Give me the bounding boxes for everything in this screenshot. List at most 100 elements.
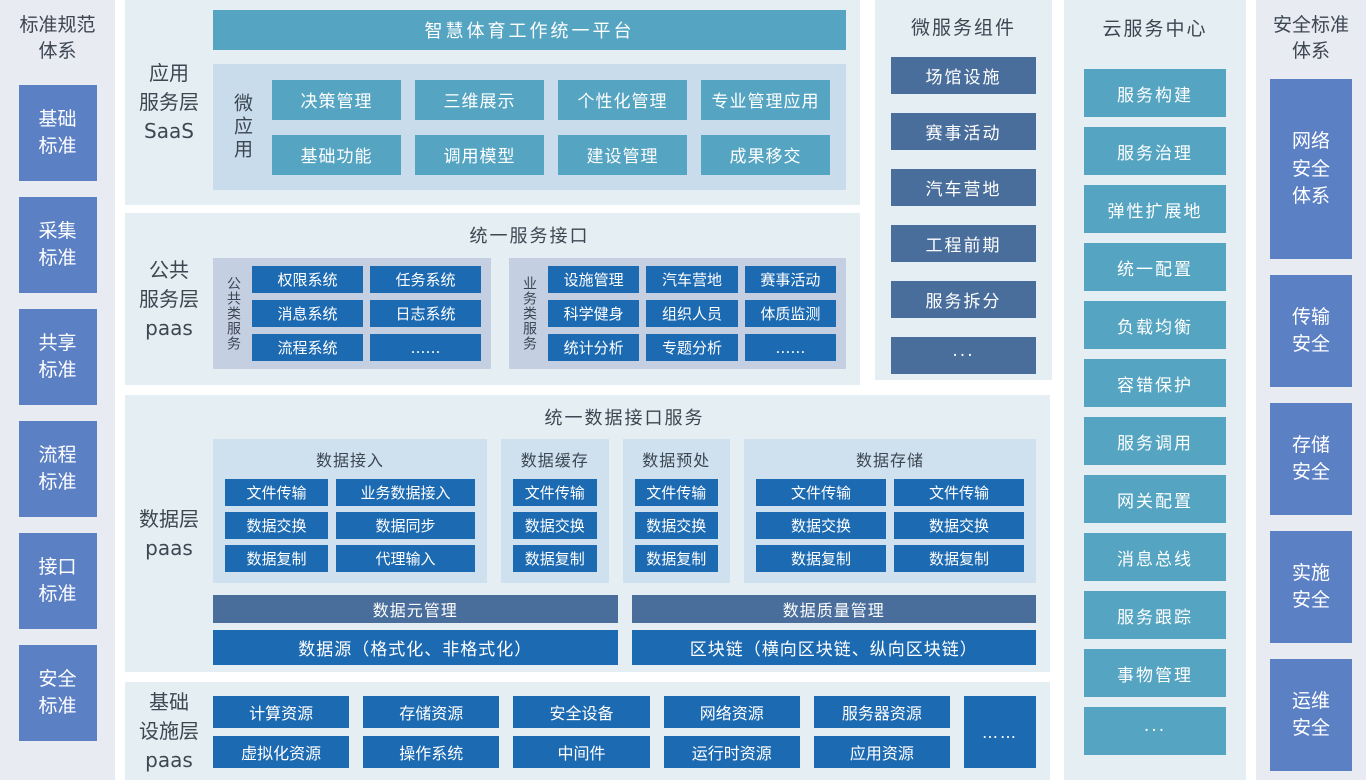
- public-service-box-5: ……: [370, 334, 481, 361]
- public-service-box-1: 任务系统: [370, 266, 481, 293]
- service-groups: 公共类服务 权限系统任务系统消息系统日志系统流程系统…… 业务类服务 设施管理汽…: [213, 258, 846, 369]
- data-access-box-1: 业务数据接入: [335, 479, 475, 506]
- micro-app-box-7: 成果移交: [701, 134, 830, 175]
- data-access-box-5: 代理输入: [335, 545, 475, 572]
- public-service-box-3: 日志系统: [370, 300, 481, 327]
- business-service-box-6: 统计分析: [548, 334, 640, 361]
- public-services-group: 公共类服务 权限系统任务系统消息系统日志系统流程系统……: [213, 258, 491, 369]
- cloud-service-box-9: 服务跟踪: [1084, 591, 1226, 639]
- micro-app-box-3: 专业管理应用: [701, 79, 830, 120]
- infrastructure-box-9: 应用资源: [813, 736, 950, 768]
- micro-app-box-4: 基础功能: [272, 134, 401, 175]
- cloud-service-box-3: 统一配置: [1084, 243, 1226, 291]
- microservice-box-5: ···: [891, 337, 1036, 374]
- microservice-box-0: 场馆设施: [891, 57, 1036, 94]
- standard-box-1: 采集 标准: [18, 197, 97, 294]
- business-service-box-2: 赛事活动: [744, 266, 836, 293]
- microservice-box-4: 服务拆分: [891, 281, 1036, 318]
- public-services-group-label: 公共类服务: [225, 276, 241, 351]
- infrastructure-layer-label: 基础 设施层 paas: [139, 689, 199, 772]
- data-storage-group-title: 数据存储: [855, 451, 924, 470]
- data-storage-box-4: 数据复制: [756, 545, 886, 572]
- unified-data-interface-title: 统一数据接口服务: [544, 408, 705, 429]
- unified-service-interface-title: 统一服务接口: [469, 226, 590, 247]
- business-services-group-label: 业务类服务: [521, 276, 537, 351]
- micro-app-box-0: 决策管理: [272, 79, 401, 120]
- security-standards-list: 网络 安全 体系传输 安全存储 安全实施 安全运维 安全: [1270, 79, 1352, 772]
- security-standard-box-3: 实施 安全: [1270, 531, 1352, 644]
- standard-box-5: 安全 标准: [18, 645, 97, 742]
- micro-app-panel: 微应用 决策管理三维展示个性化管理专业管理应用基础功能调用模型建设管理成果移交: [213, 64, 846, 190]
- security-standard-box-1: 传输 安全: [1270, 275, 1352, 388]
- data-layer-label: 数据层 paas: [139, 506, 199, 560]
- security-standards-sidebar-title: 安全标准 体系: [1272, 14, 1349, 62]
- cloud-service-box-4: 负载均衡: [1084, 301, 1226, 349]
- microservice-box-1: 赛事活动: [891, 113, 1036, 150]
- data-preprocess-box-0: 文件传输: [634, 479, 718, 506]
- data-cache-box-0: 文件传输: [513, 479, 597, 506]
- infrastructure-box-0: 计算资源: [213, 696, 350, 728]
- data-layer-content: 统一数据接口服务 数据接入 文件传输业务数据接入数据交换数据同步数据复制代理输入…: [213, 395, 1050, 672]
- app-service-layer-content: 智慧体育工作统一平台 微应用 决策管理三维展示个性化管理专业管理应用基础功能调用…: [213, 0, 860, 205]
- business-service-box-0: 设施管理: [548, 266, 640, 293]
- micro-app-box-6: 建设管理: [558, 134, 687, 175]
- data-management-bar-row: 数据元管理 数据质量管理: [213, 595, 1036, 623]
- infrastructure-box-6: 操作系统: [363, 736, 500, 768]
- blockchain-bar: 区块链（横向区块链、纵向区块链）: [631, 630, 1036, 665]
- cloud-service-box-11: ···: [1084, 707, 1226, 755]
- security-standard-box-4: 运维 安全: [1270, 659, 1352, 772]
- data-access-box-3: 数据同步: [335, 512, 475, 539]
- business-service-box-3: 科学健身: [548, 300, 640, 327]
- security-standard-box-2: 存储 安全: [1270, 403, 1352, 516]
- data-layer-panel: 数据层 paas 统一数据接口服务 数据接入 文件传输业务数据接入数据交换数据同…: [125, 395, 1050, 672]
- cloud-service-box-6: 服务调用: [1084, 417, 1226, 465]
- infrastructure-layer-content: 计算资源存储资源安全设备网络资源服务器资源虚拟化资源操作系统中间件运行时资源应用…: [213, 682, 1050, 780]
- data-storage-box-3: 数据交换: [894, 512, 1024, 539]
- standards-sidebar-title: 标准规范 体系: [19, 14, 96, 62]
- data-source-bar: 数据源（格式化、非格式化）: [213, 630, 618, 665]
- infrastructure-box-3: 网络资源: [663, 696, 800, 728]
- data-access-box-0: 文件传输: [225, 479, 328, 506]
- data-preprocess-grid: 文件传输数据交换数据复制: [634, 479, 718, 572]
- data-preprocess-box-1: 数据交换: [634, 512, 718, 539]
- security-standard-box-0: 网络 安全 体系: [1270, 79, 1352, 260]
- cloud-service-box-1: 服务治理: [1084, 127, 1226, 175]
- infrastructure-box-5: 虚拟化资源: [213, 736, 350, 768]
- data-groups: 数据接入 文件传输业务数据接入数据交换数据同步数据复制代理输入 数据缓存 文件传…: [213, 439, 1036, 583]
- micro-app-box-2: 个性化管理: [558, 79, 687, 120]
- infrastructure-box-1: 存储资源: [363, 696, 500, 728]
- public-service-box-0: 权限系统: [252, 266, 363, 293]
- business-services-grid: 设施管理汽车营地赛事活动科学健身组织人员体质监测统计分析专题分析……: [548, 266, 836, 361]
- platform-title-bar: 智慧体育工作统一平台: [213, 10, 846, 50]
- standard-box-0: 基础 标准: [18, 85, 97, 182]
- data-access-group-title: 数据接入: [315, 451, 384, 470]
- public-service-layer-label: 公共 服务层 paas: [139, 257, 199, 340]
- infrastructure-more-box: ……: [964, 696, 1036, 768]
- standard-box-4: 接口 标准: [18, 533, 97, 630]
- public-services-grid: 权限系统任务系统消息系统日志系统流程系统……: [252, 266, 481, 361]
- cloud-service-box-8: 消息总线: [1084, 533, 1226, 581]
- data-storage-box-5: 数据复制: [894, 545, 1024, 572]
- data-preprocess-group: 数据预处 文件传输数据交换数据复制: [622, 439, 730, 583]
- microservice-components-title: 微服务组件: [910, 17, 1016, 39]
- cloud-service-center-panel: 云服务中心 服务构建服务治理弹性扩展地统一配置负载均衡容错保护服务调用网关配置消…: [1064, 0, 1246, 780]
- microservice-components-panel: 微服务组件 场馆设施赛事活动汽车营地工程前期服务拆分···: [875, 0, 1052, 380]
- infrastructure-box-4: 服务器资源: [813, 696, 950, 728]
- cloud-service-box-5: 容错保护: [1084, 359, 1226, 407]
- microservice-box-3: 工程前期: [891, 225, 1036, 262]
- business-services-group: 业务类服务 设施管理汽车营地赛事活动科学健身组织人员体质监测统计分析专题分析……: [509, 258, 846, 369]
- standards-sidebar: 标准规范 体系 基础 标准采集 标准共享 标准流程 标准接口 标准安全 标准: [0, 0, 115, 780]
- business-service-box-5: 体质监测: [744, 300, 836, 327]
- business-service-box-8: ……: [744, 334, 836, 361]
- data-access-box-2: 数据交换: [225, 512, 328, 539]
- public-service-box-4: 流程系统: [252, 334, 363, 361]
- infrastructure-box-8: 运行时资源: [663, 736, 800, 768]
- cloud-service-box-0: 服务构建: [1084, 69, 1226, 117]
- micro-app-box-1: 三维展示: [415, 79, 544, 120]
- data-access-box-4: 数据复制: [225, 545, 328, 572]
- business-service-box-1: 汽车营地: [646, 266, 738, 293]
- data-access-grid: 文件传输业务数据接入数据交换数据同步数据复制代理输入: [225, 479, 475, 572]
- business-service-box-7: 专题分析: [646, 334, 738, 361]
- business-service-box-4: 组织人员: [646, 300, 738, 327]
- data-storage-box-1: 文件传输: [894, 479, 1024, 506]
